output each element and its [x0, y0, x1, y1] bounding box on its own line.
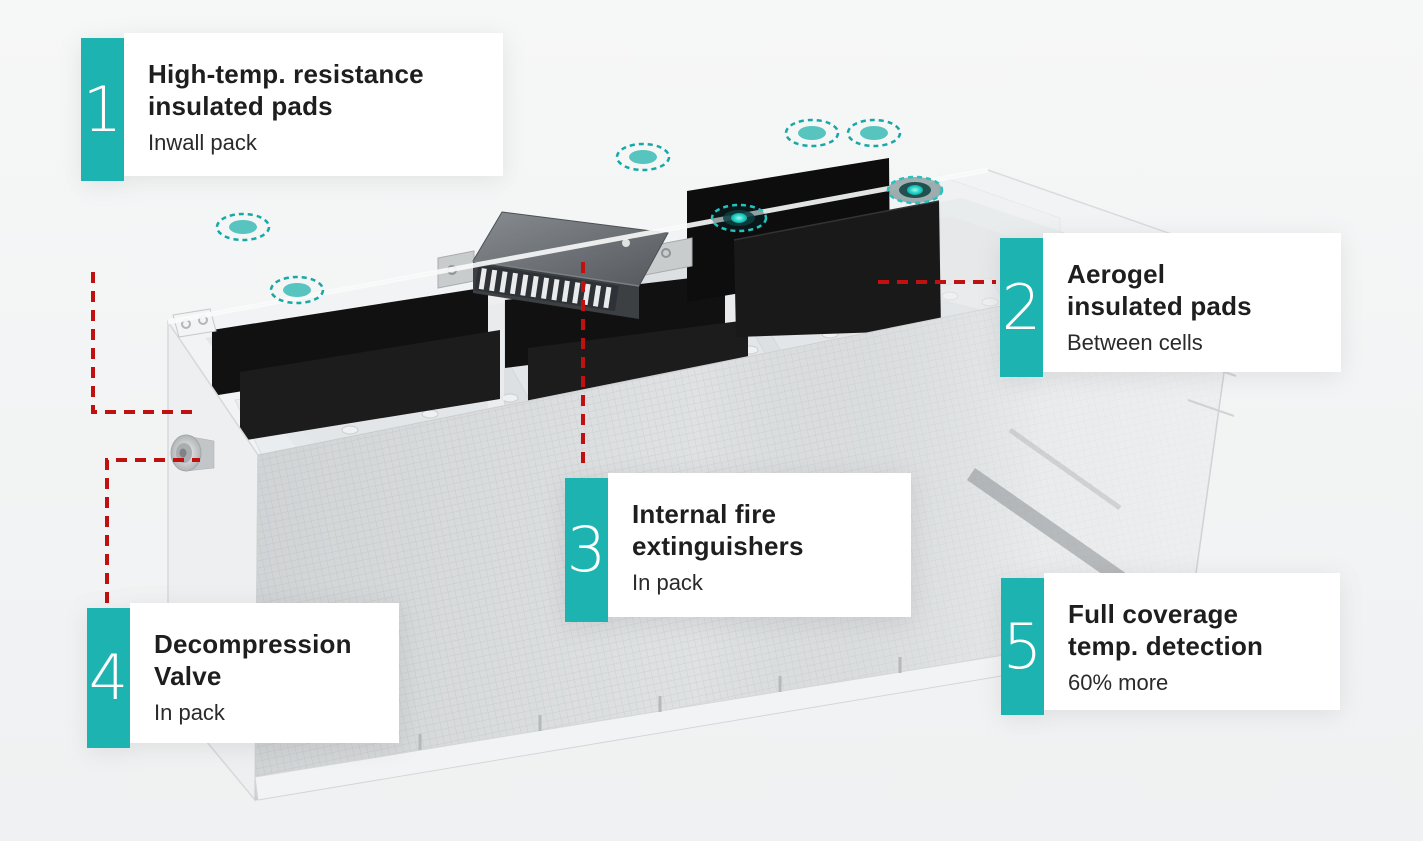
insulated-pad-left-front	[240, 330, 500, 441]
callout-3: 3 Internal fire extinguishers In pack	[565, 473, 911, 622]
fire-extinguisher-module	[437, 211, 693, 319]
title-line: extinguishers	[632, 531, 804, 562]
glowing-sensor-marker-icon	[710, 203, 768, 233]
glowing-sensor-marker-icon	[886, 175, 944, 205]
title-line: Internal fire	[632, 499, 777, 529]
callout-4-number: 4	[87, 608, 130, 748]
sensor-marker-icon	[615, 142, 671, 172]
callout-5-number: 5	[1001, 578, 1044, 715]
callout-4-subtitle: In pack	[154, 700, 225, 726]
callout-3-number: 3	[565, 478, 608, 622]
callout-1-title: High-temp. resistance insulated pads	[148, 58, 487, 122]
callout-2-subtitle: Between cells	[1067, 330, 1203, 356]
title-line: Aerogel	[1067, 259, 1166, 289]
callout-3-card: Internal fire extinguishers In pack	[608, 473, 911, 617]
title-line: Full coverage	[1068, 599, 1239, 629]
title-line: insulated pads	[148, 91, 333, 122]
callout-1-card: High-temp. resistance insulated pads Inw…	[124, 33, 503, 176]
callout-3-title: Internal fire extinguishers	[632, 498, 895, 562]
callout-1: 1 High-temp. resistance insulated pads I…	[81, 33, 503, 181]
sensor-marker-icon	[846, 118, 902, 148]
insulated-pad-right-front	[733, 200, 941, 337]
title-line: Decompression	[154, 629, 352, 659]
sensor-marker-icon	[784, 118, 840, 148]
callout-5-title: Full coverage temp. detection	[1068, 598, 1324, 662]
title-line: Valve	[154, 661, 222, 692]
title-line: temp. detection	[1068, 631, 1264, 662]
sensor-marker-icon	[269, 275, 325, 305]
callout-2-title: Aerogel insulated pads	[1067, 258, 1325, 322]
callout-2-number: 2	[1000, 238, 1043, 377]
callout-4-card: Decompression Valve In pack	[130, 603, 399, 743]
callout-4: 4 Decompression Valve In pack	[87, 603, 399, 748]
callout-3-subtitle: In pack	[632, 570, 703, 596]
callout-1-number: 1	[81, 38, 124, 181]
title-line: High-temp. resistance	[148, 59, 424, 89]
callout-5-subtitle: 60% more	[1068, 670, 1169, 696]
callout-2-card: Aerogel insulated pads Between cells	[1043, 233, 1341, 372]
callout-2: 2 Aerogel insulated pads Between cells	[1000, 233, 1341, 377]
title-line: insulated pads	[1067, 291, 1252, 322]
callout-1-subtitle: Inwall pack	[148, 130, 257, 156]
callout-5-card: Full coverage temp. detection 60% more	[1044, 573, 1340, 710]
leader-line-callout-4	[105, 458, 200, 603]
container-back-rim	[167, 167, 989, 325]
sensor-marker-icon	[215, 212, 271, 242]
callout-4-title: Decompression Valve	[154, 628, 383, 692]
leader-line-callout-1	[91, 272, 196, 414]
callout-5: 5 Full coverage temp. detection 60% more	[1001, 573, 1340, 715]
vent-slots	[474, 264, 619, 312]
